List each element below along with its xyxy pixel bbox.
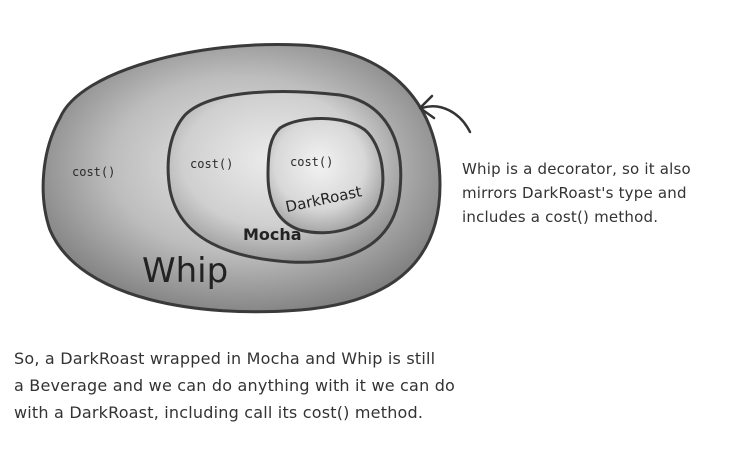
whip-label: Whip: [142, 251, 228, 291]
bottom-annotation-line-1: So, a DarkRoast wrapped in Mocha and Whi…: [14, 349, 436, 368]
bottom-annotation-line-2: a Beverage and we can do anything with i…: [14, 376, 456, 395]
side-annotation: Whip is a decorator, so it also mirrors …: [462, 157, 691, 229]
darkroast-cost-label: cost(): [290, 155, 333, 169]
mocha-cost-label: cost(): [190, 157, 233, 171]
mocha-label: Mocha: [243, 225, 302, 244]
whip-cost-label: cost(): [72, 165, 115, 179]
bottom-annotation-line-3: with a DarkRoast, including call its cos…: [14, 403, 424, 422]
pointer-arrow: [420, 105, 472, 134]
arrow-head: [418, 94, 436, 120]
side-annotation-line-1: Whip is a decorator, so it also: [462, 160, 691, 178]
darkroast-oval: [266, 117, 385, 235]
side-annotation-line-2: mirrors DarkRoast's type and: [462, 184, 687, 202]
bottom-annotation: So, a DarkRoast wrapped in Mocha and Whi…: [14, 345, 455, 426]
side-annotation-line-3: includes a cost() method.: [462, 208, 659, 226]
